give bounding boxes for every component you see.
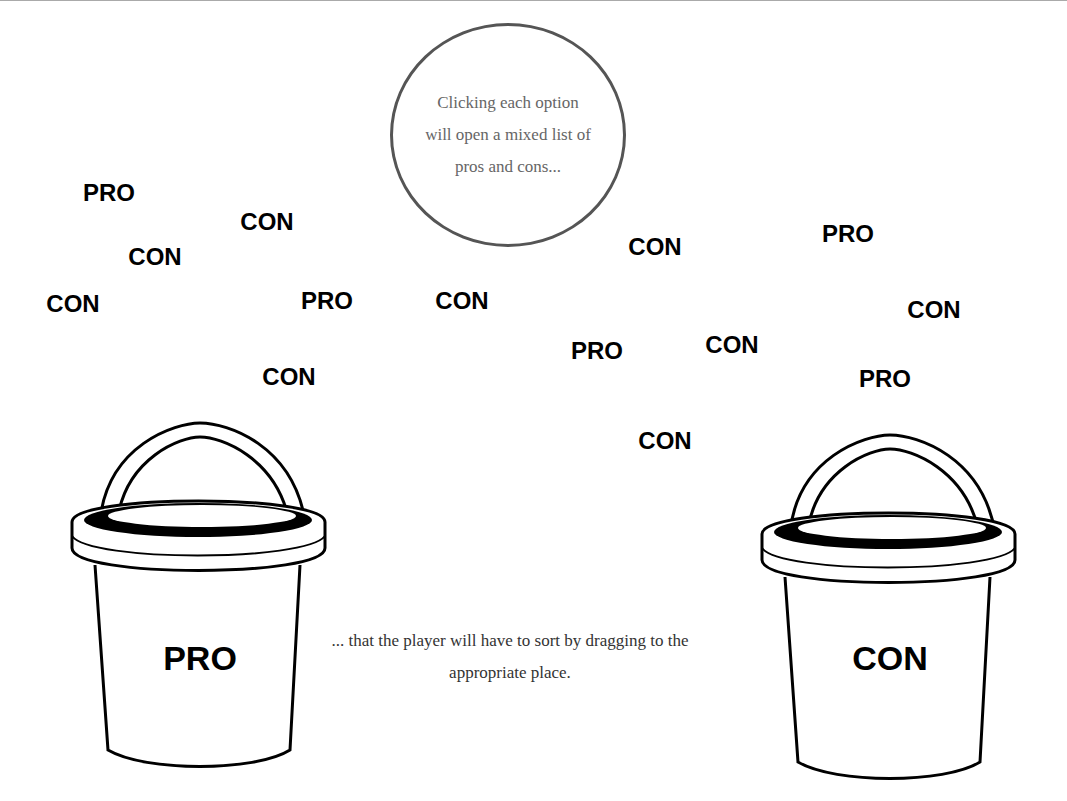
bucket-drawing (762, 435, 1015, 779)
sort-item: CON (638, 427, 691, 455)
sort-item: PRO (822, 220, 874, 248)
pro-bucket: PRO (110, 628, 290, 688)
sort-item: PRO (571, 337, 623, 365)
sort-item: CON (240, 208, 293, 236)
bucket-label: PRO (163, 639, 237, 678)
sort-item: CON (262, 363, 315, 391)
bucket-label: CON (852, 639, 928, 678)
sort-item: CON (128, 243, 181, 271)
sort-item: PRO (301, 287, 353, 315)
sort-item: CON (46, 290, 99, 318)
instruction-note: ... that the player will have to sort by… (330, 625, 690, 689)
sort-item: PRO (859, 365, 911, 393)
con-bucket: CON (800, 628, 980, 688)
bucket-drawing (72, 423, 325, 767)
sort-item: CON (705, 331, 758, 359)
sort-item: CON (907, 296, 960, 324)
sort-item: CON (628, 233, 681, 261)
info-circle: Clicking each option will open a mixed l… (390, 23, 626, 247)
top-rule (0, 0, 1067, 1)
info-text: Clicking each option will open a mixed l… (423, 87, 593, 183)
sort-item: CON (435, 287, 488, 315)
sort-item: PRO (83, 179, 135, 207)
